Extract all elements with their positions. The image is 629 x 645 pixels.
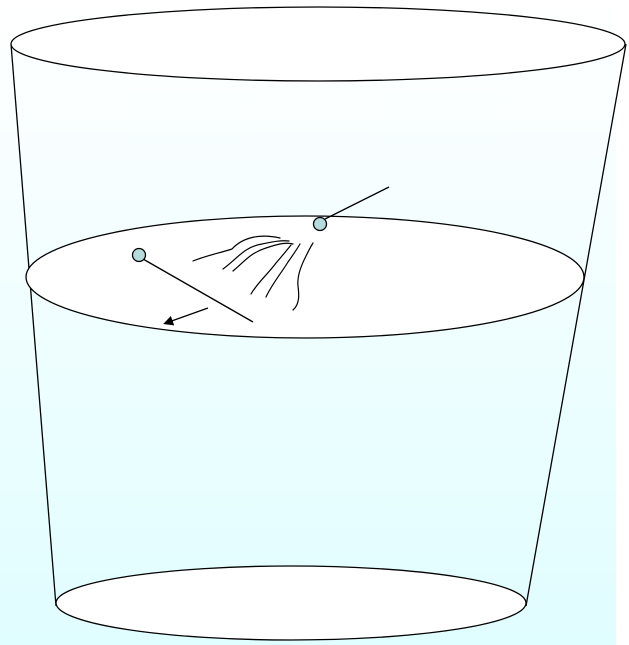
right-dot	[314, 218, 327, 231]
left-dot	[133, 249, 146, 262]
glass-bottom	[56, 566, 526, 640]
glass-rim	[11, 7, 625, 81]
water-surface	[26, 216, 584, 338]
background-margin	[616, 0, 629, 645]
